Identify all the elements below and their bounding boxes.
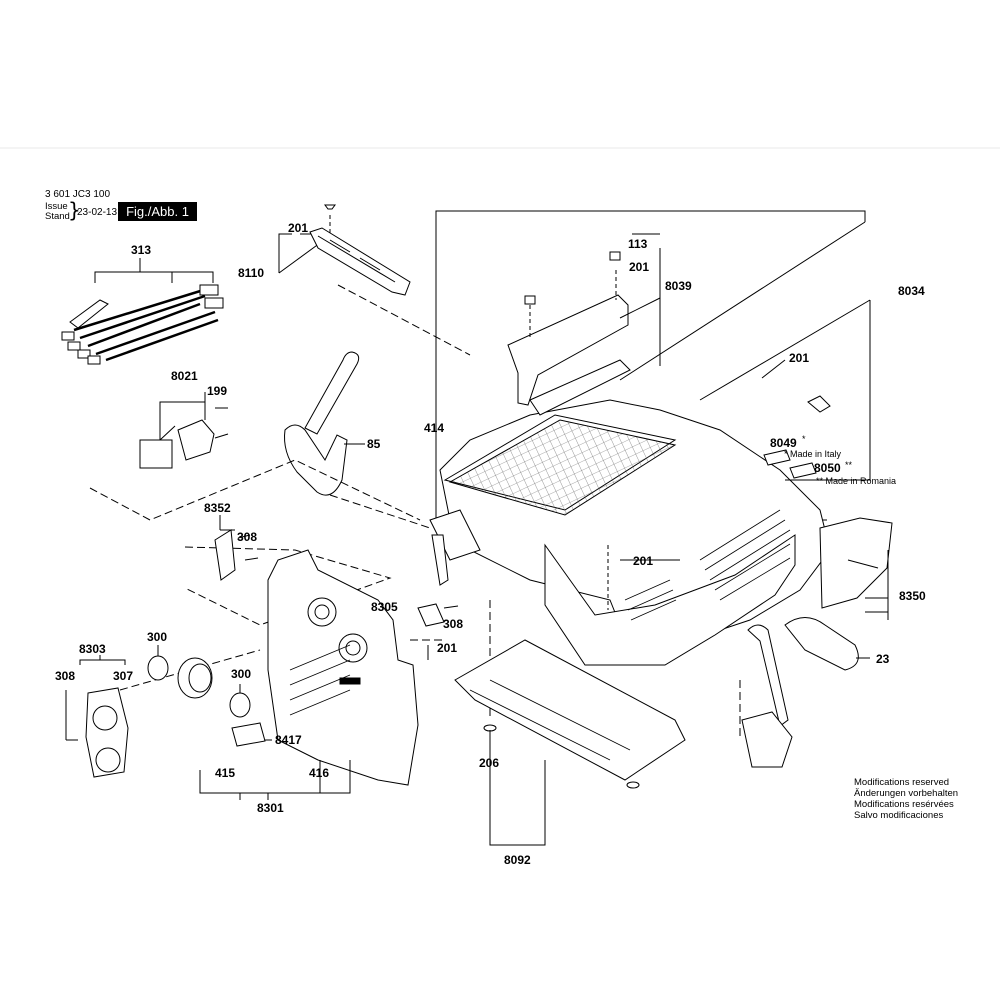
note-made-in-romania: ** Made in Romania: [816, 476, 896, 486]
callout-8350: 8350: [899, 589, 926, 603]
callout-414: 414: [424, 421, 444, 435]
callout-201c: 201: [789, 351, 809, 365]
callout-300b: 300: [231, 667, 251, 681]
callout-8303: 8303: [79, 642, 106, 656]
callout-308a: 308: [237, 530, 257, 544]
handle-8039: [507, 233, 661, 416]
callout-23: 23: [876, 652, 890, 666]
callout-8049-mark: *: [802, 434, 806, 444]
bracket-8301: [199, 760, 351, 794]
hose-8350: [741, 517, 893, 768]
note-made-in-italy: * Made in Italy: [784, 449, 842, 459]
callout-8110: 8110: [238, 266, 264, 280]
knobs-300: [147, 645, 251, 718]
callout-308c: 308: [55, 669, 75, 683]
callout-8092: 8092: [504, 853, 531, 867]
callout-8049: 8049: [770, 436, 797, 450]
part-number: 3 601 JC3 100: [45, 189, 111, 200]
callout-113: 113: [628, 237, 648, 251]
plate-8352: [214, 515, 259, 581]
socket-8303: [65, 655, 129, 778]
callout-8034: 8034: [898, 284, 925, 298]
issue-date: 23-02-13: [77, 207, 118, 218]
modifications-es: Salvo modificaciones: [854, 810, 944, 821]
issue-stand-labels: Issue Stand: [45, 202, 70, 222]
callout-201a: 201: [288, 221, 308, 235]
cable-set-313: [61, 258, 224, 365]
callout-206: 206: [479, 756, 499, 770]
modifications-notice: Modifications reserved Änderungen vorbeh…: [854, 777, 958, 821]
handle-8110: [278, 204, 471, 356]
modifications-de: Änderungen vorbehalten: [854, 788, 959, 799]
callout-85: 85: [367, 437, 381, 451]
callout-8301: 8301: [257, 801, 284, 815]
callout-313: 313: [131, 243, 151, 257]
callout-201d: 201: [633, 554, 653, 568]
callout-199: 199: [207, 384, 227, 398]
issue-label: Issue: [45, 201, 68, 212]
callout-8417: 8417: [275, 733, 302, 747]
plates-8049-8050: [761, 359, 831, 479]
bracket-8305: [417, 603, 459, 660]
dashed-guides: [89, 459, 830, 740]
callout-8021: 8021: [171, 369, 198, 383]
stand-label: Stand: [45, 211, 70, 222]
base-8092: [454, 639, 686, 846]
modifications-en: Modifications reserved: [854, 777, 950, 788]
callout-201b: 201: [629, 260, 649, 274]
callout-300a: 300: [147, 630, 167, 644]
callout-8050: 8050: [814, 461, 841, 475]
housing-body: [429, 509, 796, 666]
front-panel: [267, 549, 419, 786]
callout-8050-mark: **: [845, 460, 853, 470]
callout-8305: 8305: [371, 600, 398, 614]
callout-416: 416: [309, 766, 329, 780]
callout-308b: 308: [443, 617, 463, 631]
leader-8034: [785, 300, 871, 481]
callout-307: 307: [113, 669, 133, 683]
callout-415: 415: [215, 766, 235, 780]
brace-mark: }: [68, 198, 81, 222]
modifications-fr: Modifications resérvées: [854, 799, 954, 810]
callout-201e: 201: [437, 641, 457, 655]
callout-8039: 8039: [665, 279, 692, 293]
figure-label: Fig./Abb. 1: [118, 202, 197, 221]
housing-grid: [448, 419, 677, 516]
label-8417: [231, 722, 272, 747]
callout-8352: 8352: [204, 501, 231, 515]
switch-8021: [139, 392, 229, 469]
